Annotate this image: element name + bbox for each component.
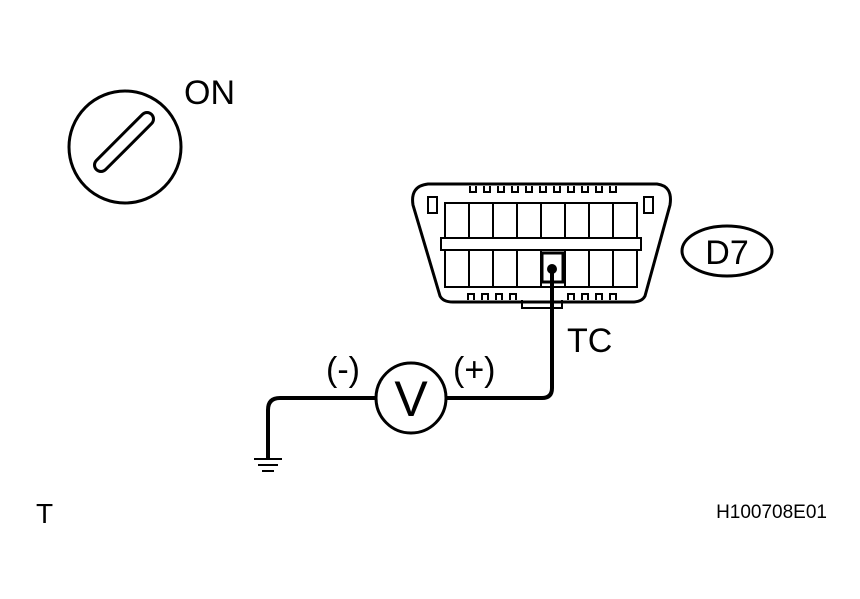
connector-code: D7 xyxy=(705,234,748,272)
footer-mark: T xyxy=(36,498,53,529)
ignition-key-icon xyxy=(67,89,183,205)
connector-code-badge xyxy=(680,224,774,278)
ignition-label: ON xyxy=(184,74,235,112)
negative-lead xyxy=(266,396,376,458)
ground-icon xyxy=(254,458,282,472)
positive-terminal-label: (+) xyxy=(453,351,496,389)
terminal-label-tc: TC xyxy=(567,322,612,360)
voltmeter-symbol: V xyxy=(394,371,428,427)
dlc3-connector-icon xyxy=(411,182,672,309)
figure-id: H100708E01 xyxy=(716,502,827,523)
positive-lead xyxy=(446,269,554,400)
voltmeter-icon xyxy=(374,361,448,435)
negative-terminal-label: (-) xyxy=(326,351,360,389)
